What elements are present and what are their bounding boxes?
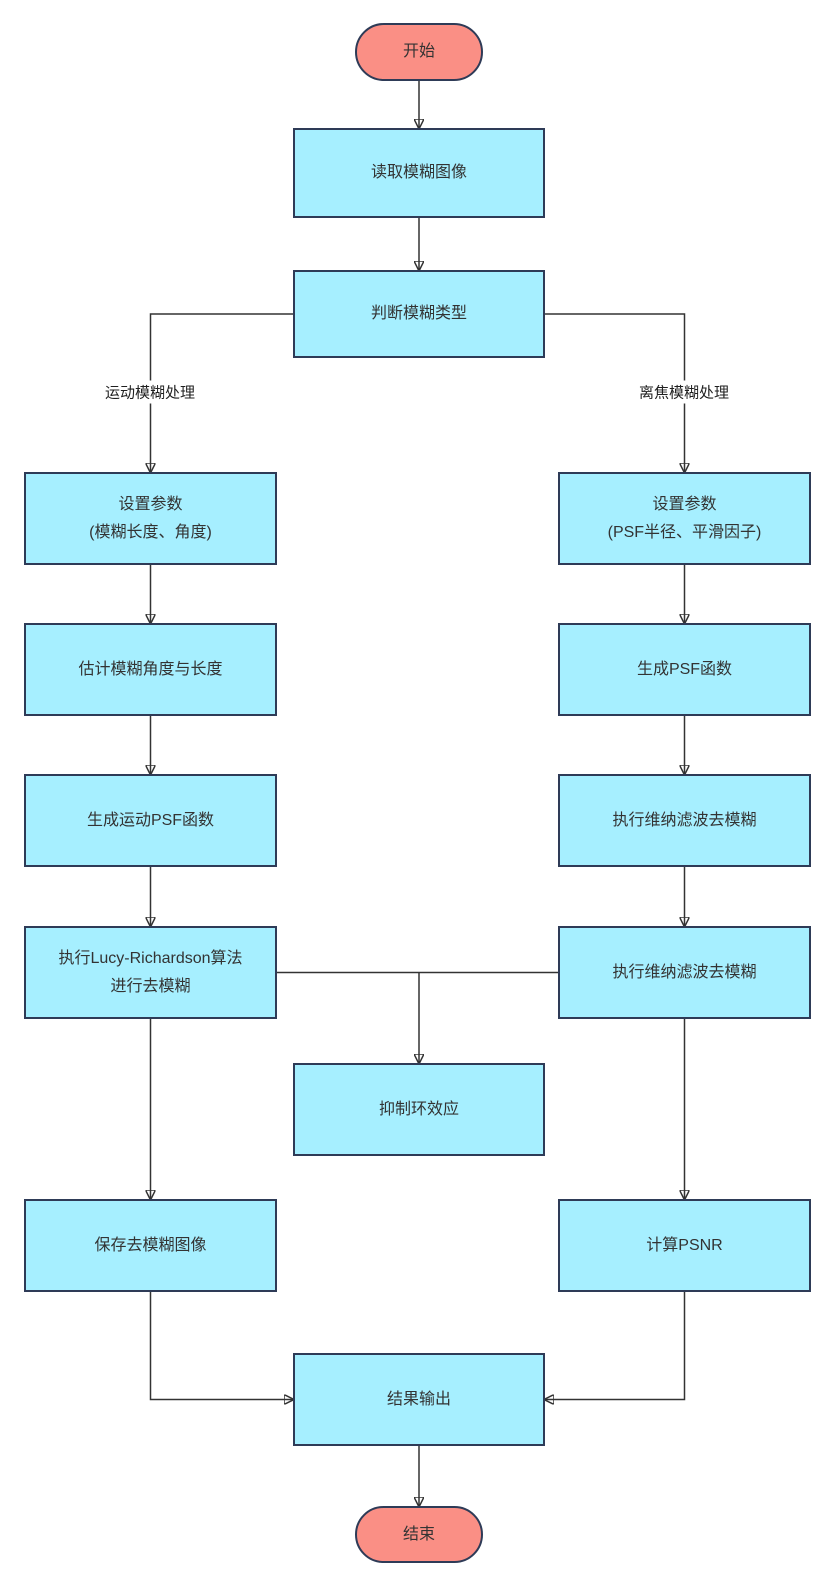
start-node: 开始 bbox=[355, 23, 483, 81]
node-label: 估计模糊角度与长度 bbox=[78, 660, 223, 678]
node-label: 执行Lucy-Richardson算法 进行去模糊 bbox=[58, 949, 243, 995]
node-label: 判断模糊类型 bbox=[370, 305, 467, 322]
node-label: 执行维纳滤波去模糊 bbox=[612, 963, 757, 981]
edge-label-motion-branch: 运动模糊处理 bbox=[100, 380, 200, 404]
node-wiener-deblur-2: 执行维纳滤波去模糊 bbox=[558, 926, 811, 1019]
node-set-motion-params: 设置参数 (模糊长度、角度) bbox=[24, 472, 277, 565]
node-label: 读取模糊图像 bbox=[370, 164, 467, 181]
node-label: 计算PSNR bbox=[646, 1236, 723, 1254]
start-label: 开始 bbox=[402, 43, 435, 60]
edge-label-defocus-branch: 离焦模糊处理 bbox=[634, 380, 734, 404]
node-save-deblurred-image: 保存去模糊图像 bbox=[24, 1199, 277, 1292]
node-calc-psnr: 计算PSNR bbox=[558, 1199, 811, 1292]
end-node: 结束 bbox=[355, 1506, 483, 1563]
node-label: 生成PSF函数 bbox=[636, 660, 733, 678]
node-label: 生成运动PSF函数 bbox=[86, 811, 215, 829]
edge-judge-motion bbox=[151, 313, 293, 472]
node-label: 执行维纳滤波去模糊 bbox=[612, 811, 757, 829]
node-estimate-angle-length: 估计模糊角度与长度 bbox=[24, 623, 277, 716]
node-label: 设置参数 (模糊长度、角度) bbox=[89, 495, 212, 541]
node-read-blurred-image: 读取模糊图像 bbox=[293, 128, 545, 218]
node-wiener-deblur-1: 执行维纳滤波去模糊 bbox=[558, 774, 811, 867]
node-set-defocus-params: 设置参数 (PSF半径、平滑因子) bbox=[558, 472, 811, 565]
node-generate-psf: 生成PSF函数 bbox=[558, 623, 811, 716]
end-label: 结束 bbox=[402, 1525, 435, 1543]
node-suppress-ringing: 抑制环效应 bbox=[293, 1063, 545, 1156]
node-result-output: 结果输出 bbox=[293, 1353, 545, 1446]
node-label: 抑制环效应 bbox=[378, 1100, 459, 1118]
node-label: 设置参数 (PSF半径、平滑因子) bbox=[607, 495, 762, 541]
node-label: 保存去模糊图像 bbox=[94, 1236, 207, 1254]
node-generate-motion-psf: 生成运动PSF函数 bbox=[24, 774, 277, 867]
edge-judge-defocus bbox=[545, 313, 685, 472]
node-lucy-richardson: 执行Lucy-Richardson算法 进行去模糊 bbox=[24, 926, 277, 1019]
edge-psnr-output bbox=[545, 1292, 686, 1400]
node-judge-blur-type: 判断模糊类型 bbox=[293, 270, 545, 358]
edge-save-output bbox=[149, 1292, 294, 1400]
node-label: 结果输出 bbox=[386, 1390, 451, 1408]
